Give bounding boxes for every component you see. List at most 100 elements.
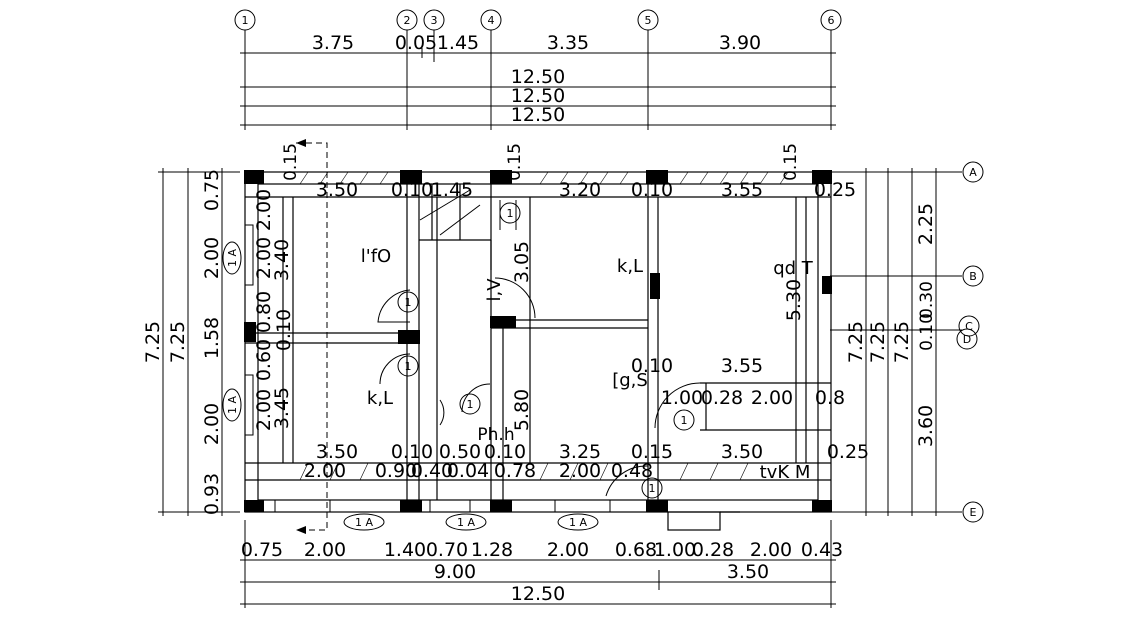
interior-dim-text: 2.00 (253, 237, 275, 279)
room-label: [g,S (612, 370, 648, 391)
door-tag: 1 (459, 393, 481, 415)
left-dim-text: 1.58 (201, 317, 223, 359)
top-dim-text: 3.90 (719, 32, 761, 54)
right-grid-axes (830, 171, 962, 513)
grid-bubble-label: B (969, 270, 977, 283)
bottom-dim-text: 3.50 (727, 561, 769, 583)
grid-bubble-label: 6 (828, 14, 835, 27)
grid-bubble-B: B (962, 265, 984, 287)
right-dim-text: 0.10 (917, 313, 937, 351)
interior-dim-text: 1.00 (661, 387, 703, 409)
interior-dim-text: 3.50 (316, 441, 358, 463)
grid-bubble-A: A (962, 161, 984, 183)
door-tag: 1 (397, 291, 419, 313)
interior-dim-text: 3.25 (559, 441, 601, 463)
interior-dim-text: 3.05 (511, 241, 533, 283)
window-tag: 1 A (222, 388, 242, 422)
interior-dim-text: 0.78 (494, 460, 536, 482)
interior-dim-text: 2.00 (304, 460, 346, 482)
right-dim-text: 0.30 (917, 281, 937, 319)
door-tag: 1 (641, 477, 663, 499)
grid-bubble-1: 1 (234, 9, 256, 31)
right-dim-text: 7.25 (891, 321, 913, 363)
interior-dim-text: 0.15 (505, 143, 525, 181)
interior-dim-text: 0.28 (701, 387, 743, 409)
grid-bubble-D: D (956, 328, 978, 350)
right-dimension-lines (865, 168, 937, 516)
interior-dim-text: 3.55 (721, 355, 763, 377)
window-tag-label: 1 A (226, 249, 239, 267)
top-dim-text: 12.50 (511, 85, 565, 107)
bottom-dim-text: 12.50 (511, 583, 565, 605)
right-dim-text: 7.25 (867, 321, 889, 363)
door-swings (377, 277, 701, 497)
left-dim-text: 0.75 (201, 169, 223, 211)
door-tag: 1 (397, 355, 419, 377)
windows (244, 224, 611, 513)
interior-dim-text: 0.10 (484, 441, 526, 463)
top-dimension-lines (240, 48, 836, 130)
interior-dim-text: 3.20 (559, 179, 601, 201)
interior-dim-text: 0.90 (375, 460, 417, 482)
bottom-dim-text: 1.28 (471, 539, 513, 561)
top-dim-text: 3.35 (547, 32, 589, 54)
interior-dim-text: 0.10 (631, 179, 673, 201)
window-tag-label: 1 A (226, 396, 239, 414)
interior-dim-text: 0.50 (439, 441, 481, 463)
left-dim-text: 7.25 (167, 321, 189, 363)
window-tag: 1 A (222, 241, 242, 275)
grid-bubble-5: 5 (637, 9, 659, 31)
grid-bubble-label: 3 (431, 14, 438, 27)
interior-dim-text: 3.50 (316, 179, 358, 201)
interior-dim-text: 3.40 (271, 239, 293, 281)
interior-dim-text: 0.15 (781, 143, 801, 181)
left-dim-text: 2.00 (201, 403, 223, 445)
top-dim-text: 1.45 (437, 32, 479, 54)
room-label: qd T (773, 258, 814, 279)
interior-dim-text: 0.48 (611, 460, 653, 482)
room-label: l,V (484, 278, 505, 302)
room-label: l'fO (361, 246, 391, 267)
grid-bubble-2: 2 (396, 9, 418, 31)
door-tag-label: 1 (405, 360, 412, 373)
room-label: Ph.h (477, 425, 514, 445)
interior-dim-text: 0.04 (447, 460, 489, 482)
interior-dim-text: 0.60 (253, 339, 275, 381)
room-label: k,L (367, 388, 393, 409)
left-dimension-lines (158, 168, 240, 516)
left-dim-text: 2.00 (201, 237, 223, 279)
grid-bubble-label: C (965, 320, 973, 333)
top-dim-text: 0.05 (395, 32, 437, 54)
right-dim-text: 3.60 (915, 405, 937, 447)
interior-dim-text: 0.8 (815, 387, 845, 409)
grid-bubble-label: D (963, 333, 971, 346)
section-cut-line (296, 139, 328, 534)
interior-dim-text: 0.10 (391, 441, 433, 463)
bottom-dim-text: 2.00 (750, 539, 792, 561)
bottom-dim-text: 1.00 (654, 539, 696, 561)
interior-dim-text: 0.10 (273, 309, 295, 351)
window-tag-label: 1 A (355, 516, 373, 529)
interior-dim-text: 0.15 (281, 143, 301, 181)
bottom-dim-text: 0.43 (801, 539, 843, 561)
grid-bubble-6: 6 (820, 9, 842, 31)
interior-dim-text: 5.80 (511, 389, 533, 431)
room-label: k,L (617, 256, 643, 277)
right-dim-text: 2.25 (915, 203, 937, 245)
interior-dim-text: 2.00 (559, 460, 601, 482)
interior-dim-text: 0.15 (631, 441, 673, 463)
window-tag-label: 1 A (569, 516, 587, 529)
interior-dim-text: 2.00 (751, 387, 793, 409)
interior-dim-text: 3.55 (721, 179, 763, 201)
door-tag-label: 1 (467, 398, 474, 411)
interior-dim-text: 2.00 (253, 189, 275, 231)
grid-bubble-label: 4 (488, 14, 495, 27)
door-tag-label: 1 (507, 207, 514, 220)
structural-columns (244, 170, 832, 512)
window-tag-label: 1 A (457, 516, 475, 529)
interior-dim-text: 0.10 (631, 355, 673, 377)
grid-bubble-E: E (962, 501, 984, 523)
walls (244, 171, 832, 531)
door-tag: 1 (673, 409, 695, 431)
top-dim-text: 12.50 (511, 66, 565, 88)
